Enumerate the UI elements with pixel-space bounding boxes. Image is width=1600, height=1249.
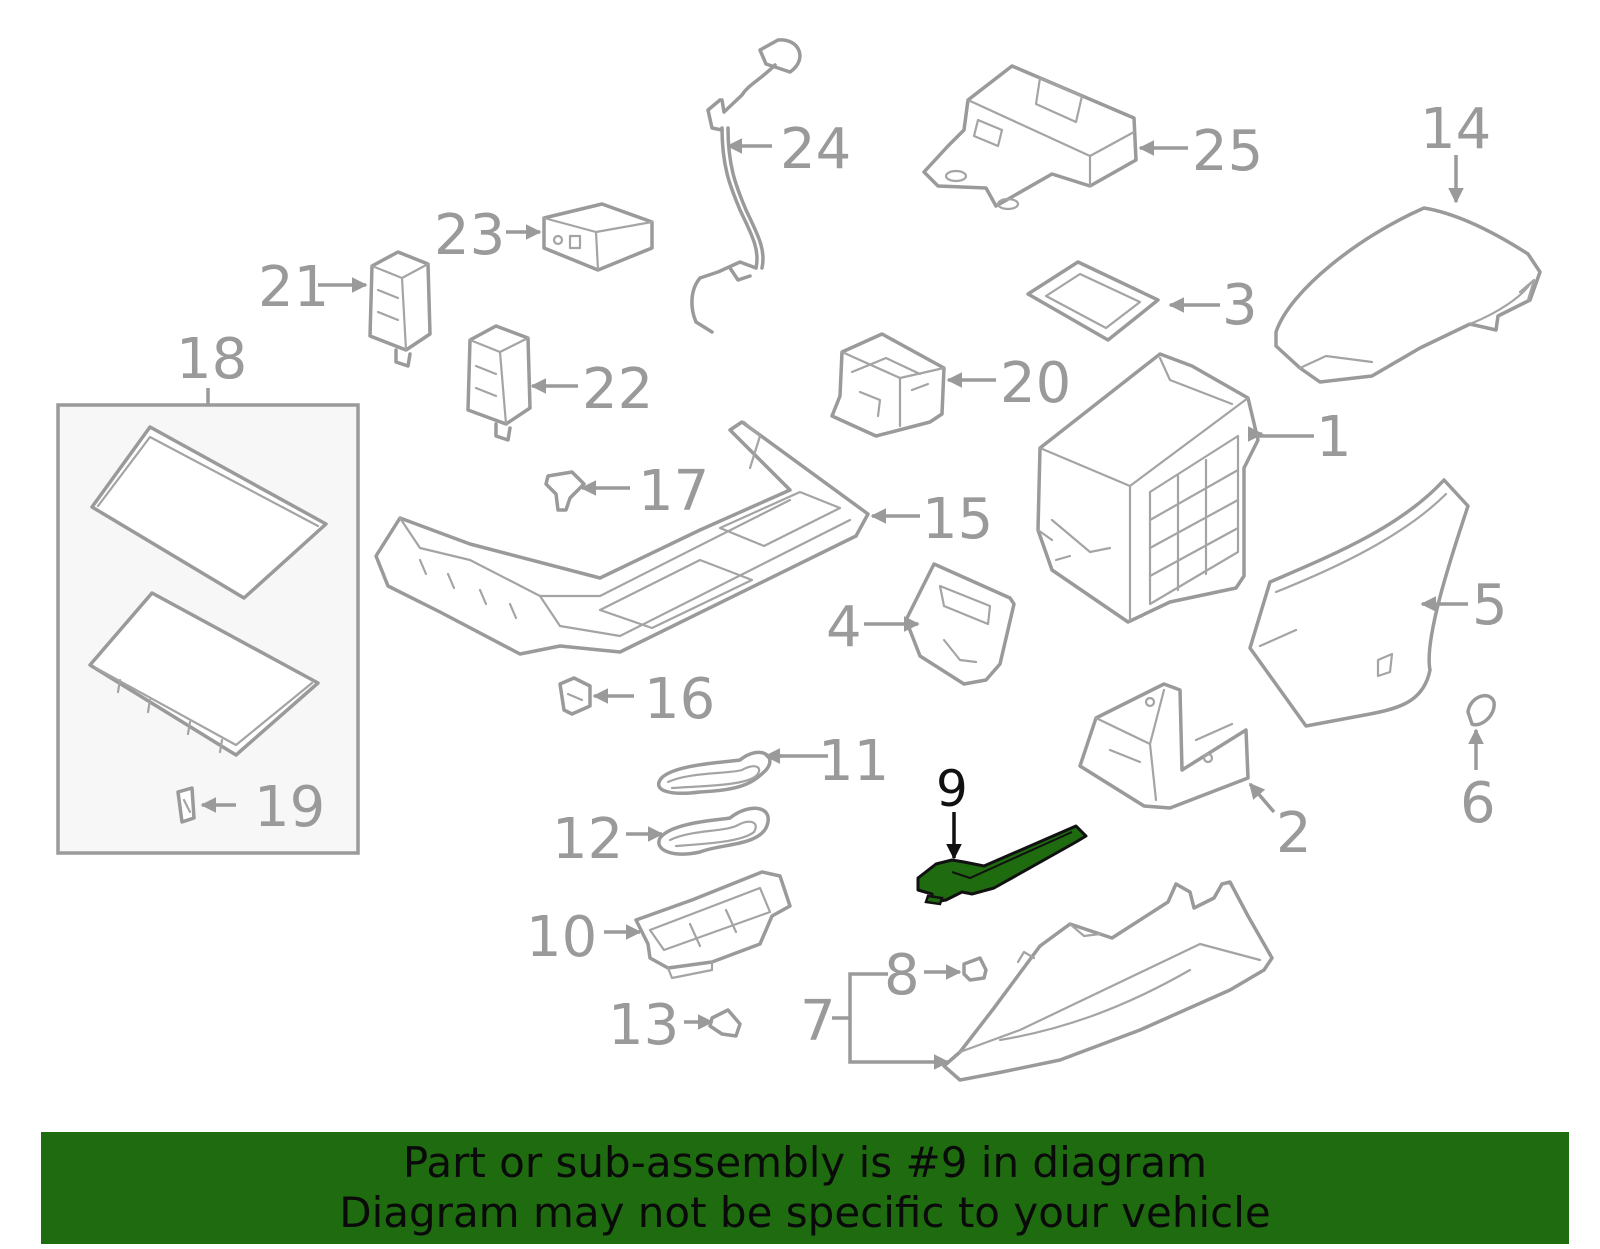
callout-4: 4 [826, 595, 862, 660]
part-22-switch [466, 324, 532, 442]
callout-12: 12 [552, 807, 623, 872]
callout-22: 22 [582, 357, 653, 422]
part-3-pad [1026, 260, 1160, 342]
callout-13: 13 [608, 993, 679, 1058]
callout-6: 6 [1460, 771, 1496, 836]
part-21-switch [368, 250, 432, 368]
callout-labels: 1 2 3 4 5 6 7 8 9 10 11 12 13 14 15 16 1… [176, 97, 1508, 1058]
part-7-lower-trim [942, 880, 1274, 1082]
callout-9: 9 [936, 760, 968, 818]
leader-lines [200, 138, 1484, 1070]
part-11-gasket [656, 750, 772, 795]
part-5-side-panel [1248, 478, 1470, 728]
callout-10: 10 [526, 905, 597, 970]
part-20-bracket [830, 332, 946, 438]
callout-17: 17 [638, 459, 709, 524]
callout-19: 19 [254, 775, 325, 840]
part-10-tray [634, 870, 792, 980]
part-4-panel [904, 562, 1016, 686]
part-2-bracket [1078, 682, 1250, 810]
caption-line-part: Part or sub-assembly is #9 in diagram [402, 1138, 1208, 1187]
callout-24: 24 [780, 117, 851, 182]
callout-8: 8 [884, 943, 920, 1008]
callout-2: 2 [1276, 801, 1312, 866]
callout-20: 20 [1000, 351, 1071, 416]
callout-18: 18 [176, 327, 247, 392]
part-16-clip [558, 676, 592, 716]
callout-25: 25 [1192, 119, 1263, 184]
part-8-clip [962, 956, 988, 982]
part-6-cap [1466, 693, 1496, 727]
caption-banner: Part or sub-assembly is #9 in diagram Di… [41, 1132, 1569, 1244]
part-24-cable [690, 38, 802, 334]
callout-7: 7 [800, 989, 836, 1054]
callout-3: 3 [1222, 273, 1258, 338]
part-15-console-trim [374, 420, 870, 656]
callout-21: 21 [258, 255, 329, 320]
callout-5: 5 [1472, 573, 1508, 638]
callout-11: 11 [818, 729, 889, 794]
callout-14: 14 [1420, 97, 1491, 162]
callout-23: 23 [434, 203, 505, 268]
part-23-switch [542, 202, 654, 272]
part-1-console-box [1036, 352, 1260, 624]
part-9-highlighted [916, 824, 1088, 906]
part-14-armrest-lid [1274, 206, 1542, 384]
callout-1: 1 [1316, 405, 1352, 470]
callout-16: 16 [644, 667, 715, 732]
callout-15: 15 [922, 487, 993, 552]
caption-line-disclaimer: Diagram may not be specific to your vehi… [339, 1188, 1271, 1237]
part-17-clip [544, 470, 586, 512]
part-18-group [56, 388, 360, 855]
part-25-module [922, 64, 1138, 211]
part-12-gasket [657, 806, 770, 856]
part-13-clip [708, 1008, 742, 1038]
